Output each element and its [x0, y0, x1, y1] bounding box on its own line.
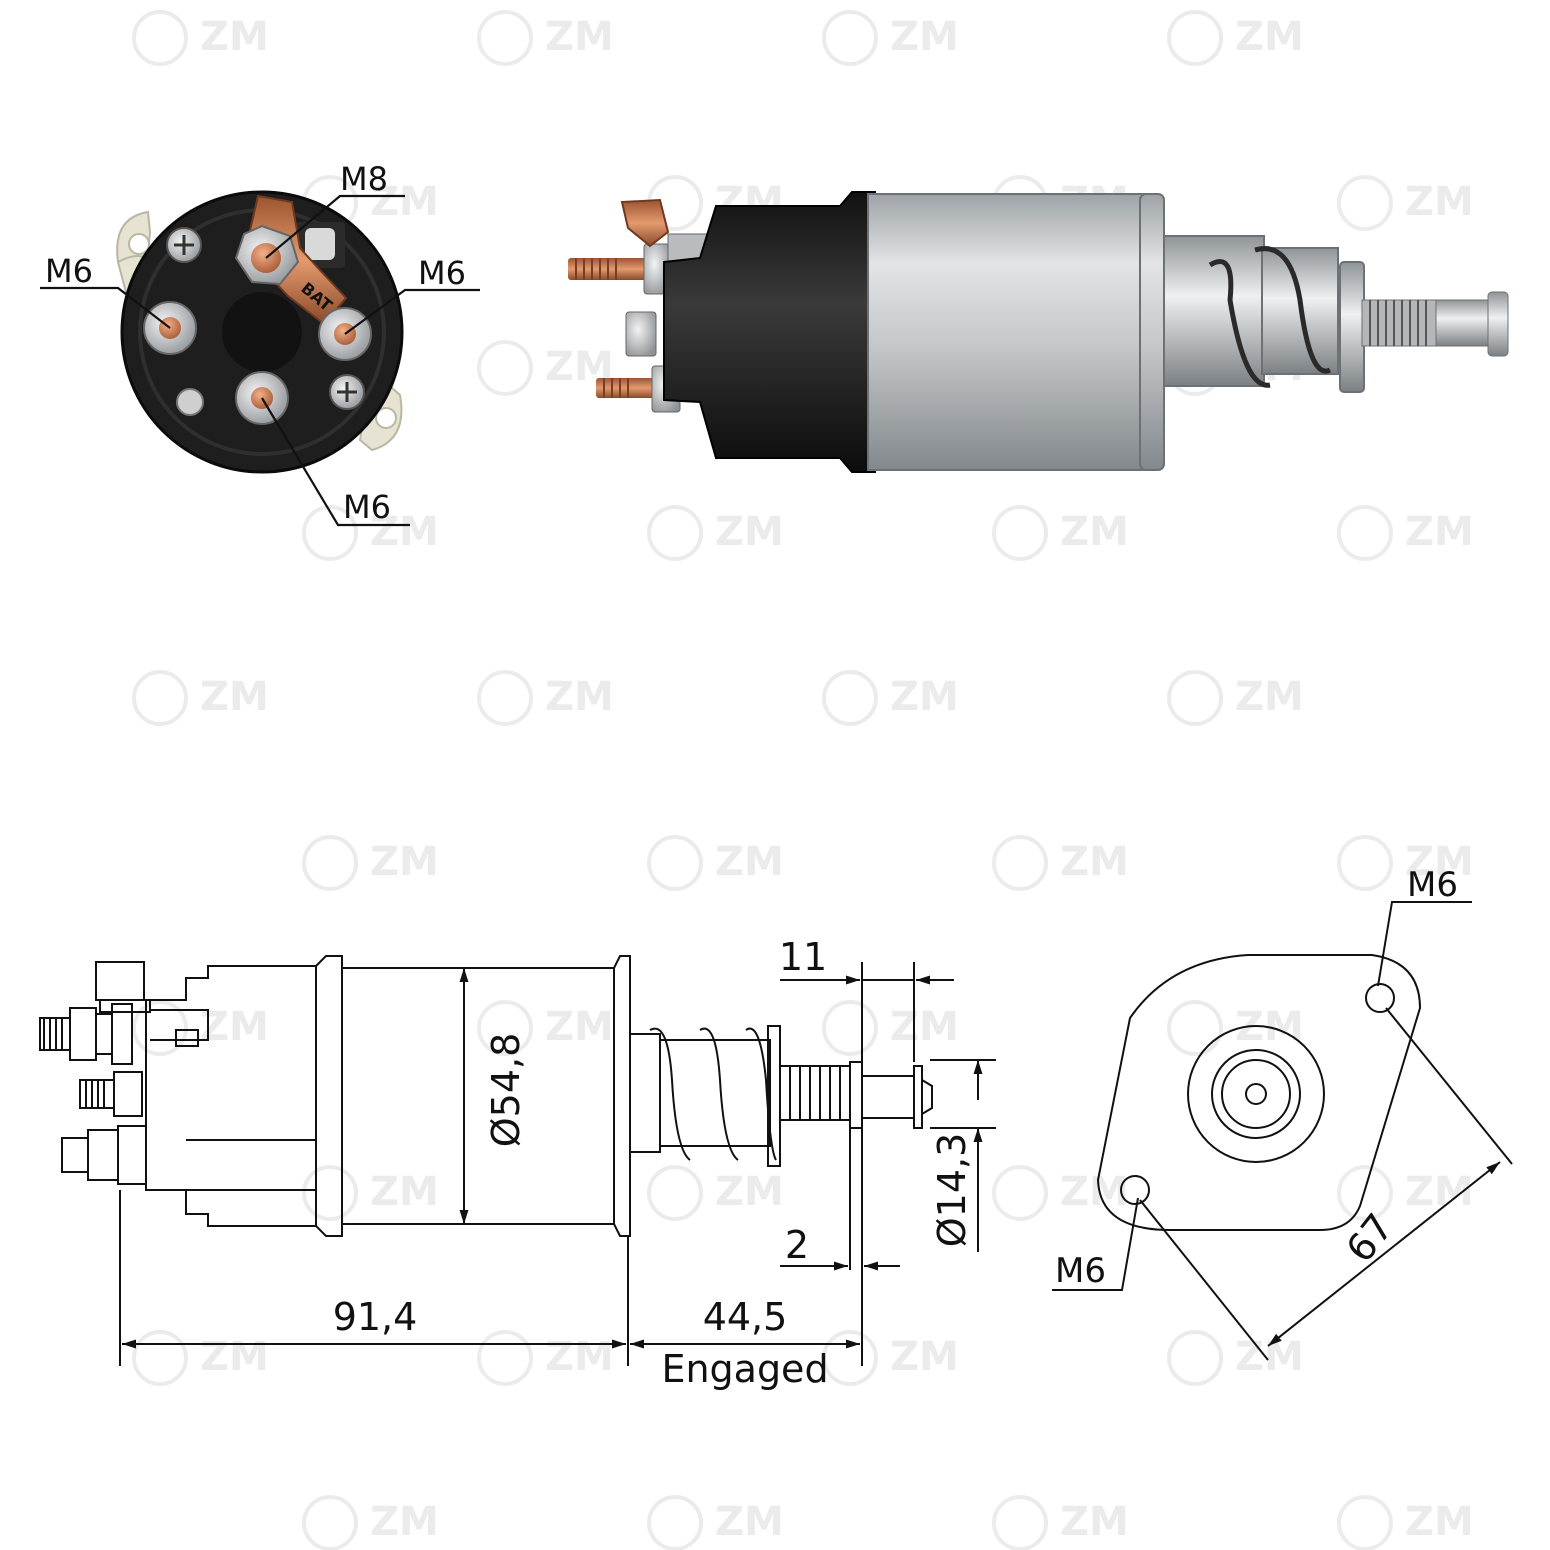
- watermark-logo: ZM: [1337, 175, 1474, 231]
- watermark-logo: ZM: [477, 1000, 614, 1056]
- screw-icon: [329, 374, 365, 410]
- dim-hole-spacing: 67: [1338, 1205, 1402, 1270]
- svg-text:ZM: ZM: [200, 1334, 269, 1380]
- dim-engaged-caption: Engaged: [661, 1347, 828, 1391]
- watermark-logo: ZM: [477, 10, 614, 66]
- watermark-logo: ZM: [647, 835, 784, 891]
- watermark-logo: ZM: [992, 505, 1129, 561]
- dim-body-length: 91,4: [333, 1295, 418, 1339]
- watermark-logo: ZM: [992, 835, 1129, 891]
- leader-lines: [40, 194, 480, 527]
- watermark-logo: ZM: [477, 670, 614, 726]
- watermark-logo: ZM: [1337, 505, 1474, 561]
- watermark-logo: ZM: [302, 1495, 439, 1550]
- watermark-logo: ZM: [477, 1330, 614, 1386]
- watermark-logo: ZM: [302, 505, 439, 561]
- svg-text:ZM: ZM: [1060, 839, 1129, 885]
- watermark-logo: ZM: [1337, 1165, 1474, 1221]
- svg-text:ZM: ZM: [1235, 1334, 1304, 1380]
- svg-text:ZM: ZM: [1235, 674, 1304, 720]
- svg-text:ZM: ZM: [1405, 179, 1474, 225]
- watermark-logo: ZM: [822, 10, 959, 66]
- svg-text:ZM: ZM: [890, 1334, 959, 1380]
- svg-text:ZM: ZM: [1235, 14, 1304, 60]
- svg-text:ZM: ZM: [1405, 1499, 1474, 1545]
- dim-body-diameter: Ø54,8: [484, 1033, 528, 1148]
- label-hole-top: M6: [1407, 865, 1458, 905]
- svg-text:ZM: ZM: [715, 1499, 784, 1545]
- label-m6-bottom: M6: [343, 488, 391, 526]
- dim-gap: 2: [785, 1223, 809, 1267]
- svg-text:ZM: ZM: [715, 1169, 784, 1215]
- watermark-logo: ZM: [992, 1165, 1129, 1221]
- svg-text:ZM: ZM: [370, 509, 439, 555]
- watermark-logo: ZM: [132, 1330, 269, 1386]
- svg-text:ZM: ZM: [545, 1004, 614, 1050]
- svg-text:ZM: ZM: [545, 674, 614, 720]
- svg-text:ZM: ZM: [1060, 1499, 1129, 1545]
- spring-icon: [649, 1027, 777, 1161]
- watermark-logo: ZM: [647, 1165, 784, 1221]
- watermark-logo: ZM: [822, 1330, 959, 1386]
- svg-text:ZM: ZM: [890, 1004, 959, 1050]
- label-m8: M8: [340, 160, 388, 198]
- svg-text:ZM: ZM: [200, 14, 269, 60]
- hole-bottom: [1120, 1175, 1150, 1205]
- watermark-logo: ZM: [477, 340, 614, 396]
- technical-flange-drawing: [1052, 901, 1513, 1361]
- svg-text:ZM: ZM: [1405, 839, 1474, 885]
- dim-head-length: 11: [779, 935, 827, 979]
- black-cap: [663, 191, 876, 473]
- svg-text:ZM: ZM: [370, 1499, 439, 1545]
- dim-plunger-diameter: Ø14,3: [930, 1133, 974, 1248]
- svg-text:ZM: ZM: [890, 674, 959, 720]
- watermark-logo: ZM: [1167, 10, 1304, 66]
- svg-text:ZM: ZM: [715, 509, 784, 555]
- hole-top: [1365, 983, 1395, 1013]
- label-hole-bottom: M6: [1055, 1251, 1106, 1291]
- svg-text:ZM: ZM: [1405, 509, 1474, 555]
- svg-text:ZM: ZM: [1060, 1169, 1129, 1215]
- svg-text:ZM: ZM: [545, 1334, 614, 1380]
- spring-icon: [1208, 246, 1332, 388]
- watermark-logo: ZM: [647, 1495, 784, 1550]
- svg-text:ZM: ZM: [370, 179, 439, 225]
- dimension-lines: [122, 968, 983, 1349]
- end-view-photo: BAT M8 M6 M6: [40, 160, 480, 527]
- svg-text:ZM: ZM: [1060, 509, 1129, 555]
- watermark-logo: ZM: [992, 1495, 1129, 1550]
- svg-text:ZM: ZM: [545, 14, 614, 60]
- svg-text:ZM: ZM: [200, 1004, 269, 1050]
- watermark-logo: ZM: [1167, 670, 1304, 726]
- watermark-logo: ZM: [132, 670, 269, 726]
- watermark-logo: ZM: [822, 670, 959, 726]
- flange-outline: [1096, 954, 1422, 1231]
- side-view-photo: [568, 191, 1509, 473]
- svg-text:ZM: ZM: [200, 674, 269, 720]
- watermark-logo: ZM: [132, 1000, 269, 1056]
- label-m6-left: M6: [45, 252, 93, 290]
- watermark-logo: ZM: [1167, 1330, 1304, 1386]
- dim-engaged-length: 44,5: [703, 1295, 788, 1339]
- svg-text:ZM: ZM: [370, 839, 439, 885]
- watermark-logo: ZM: [302, 835, 439, 891]
- svg-text:ZM: ZM: [890, 14, 959, 60]
- watermark-logo: ZM: [1337, 835, 1474, 891]
- watermark-logo: ZM: [132, 10, 269, 66]
- watermark-logo: ZM: [822, 1000, 959, 1056]
- label-m6-right: M6: [418, 254, 466, 292]
- watermark-logo: ZM: [302, 1165, 439, 1221]
- steel-body: [867, 193, 1147, 471]
- watermark-logo: ZM: [647, 505, 784, 561]
- watermark-logo: ZM: [1337, 1495, 1474, 1550]
- svg-text:ZM: ZM: [370, 1169, 439, 1215]
- screw-icon: [166, 227, 202, 263]
- technical-side-drawing: [39, 955, 996, 1366]
- svg-text:ZM: ZM: [715, 839, 784, 885]
